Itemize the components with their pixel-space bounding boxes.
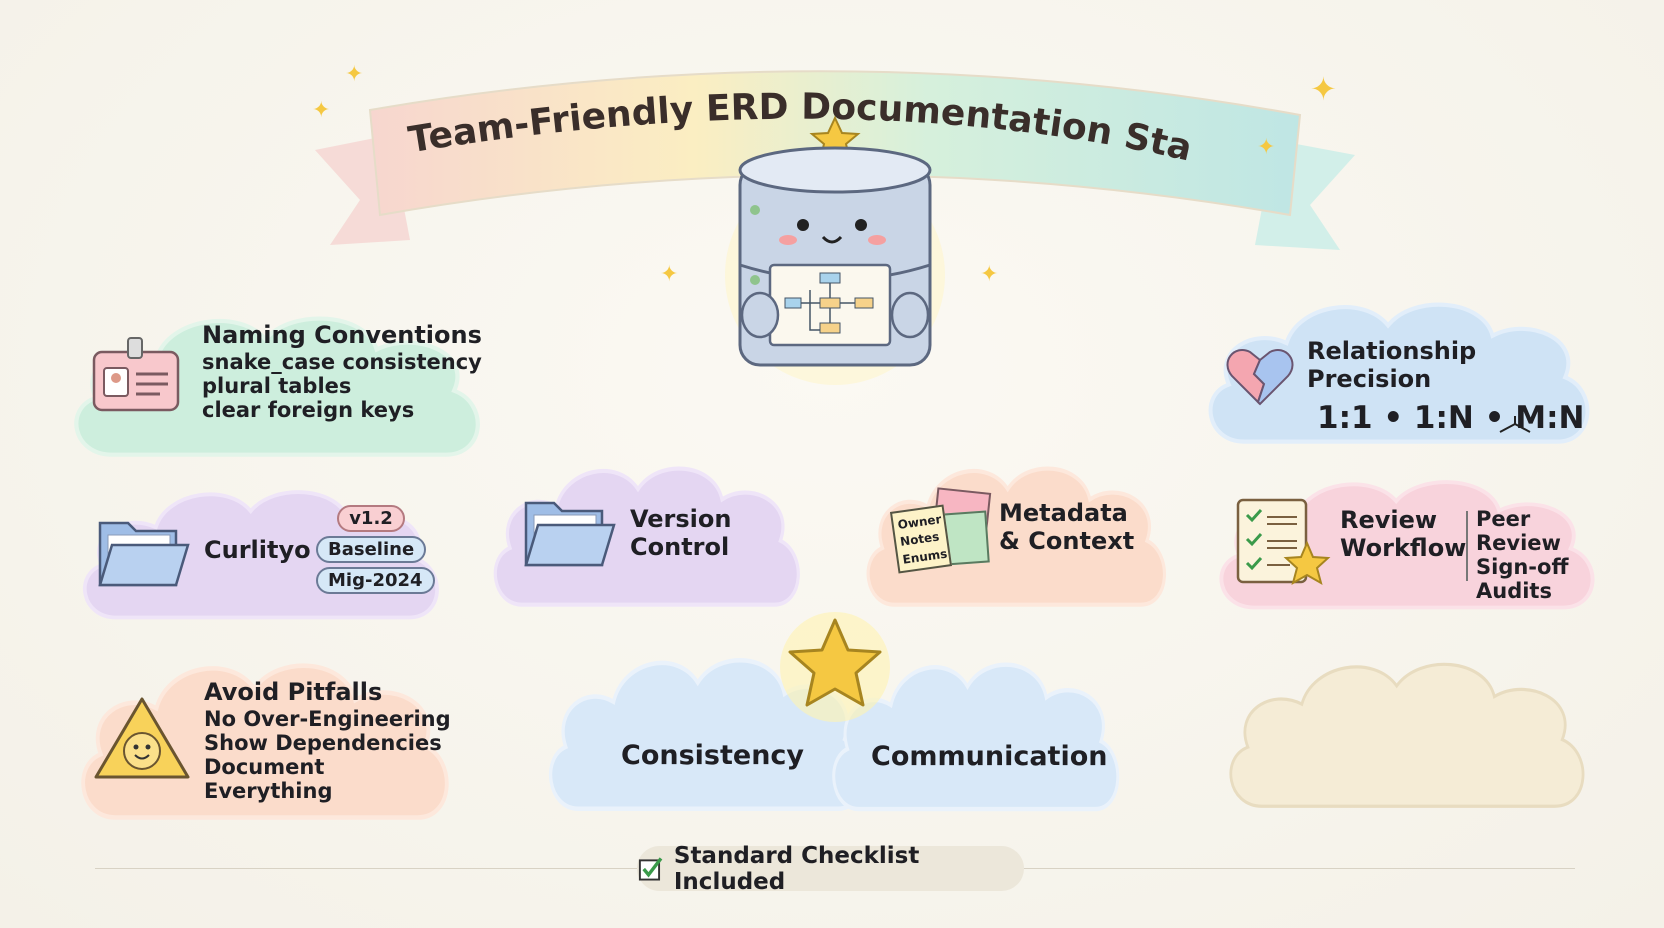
- naming-item: clear foreign keys: [202, 397, 415, 422]
- version-tag: v1.2: [337, 505, 405, 532]
- consistency-cloud: Consistency: [541, 640, 871, 820]
- checklist-badge: Standard Checklist Included: [637, 843, 1024, 895]
- curation-heading: Curlityo: [204, 536, 311, 564]
- relationship-precision-card: Relationship Precision 1:1 • 1:N • M:N: [1199, 286, 1597, 452]
- checklist-star-icon: [1236, 498, 1331, 586]
- database-mascot-icon: [725, 115, 945, 385]
- relationship-heading: Relationship Precision: [1307, 337, 1477, 393]
- baseline-tag: Baseline: [316, 536, 427, 563]
- review-item: Sign-off: [1476, 555, 1569, 580]
- smiling-warning-icon: [94, 697, 190, 779]
- divider: [1466, 511, 1468, 581]
- folder-icon: [524, 501, 616, 567]
- review-item: Audits: [1476, 579, 1552, 604]
- pitfalls-item: Document Everything: [204, 754, 333, 804]
- id-badge-icon: [92, 337, 180, 412]
- sparkle-icon: ✦: [980, 262, 999, 287]
- sparkle-icon: ✦: [660, 262, 679, 287]
- review-workflow-card: Review Workflow Peer Review Sign-off Aud…: [1210, 465, 1602, 617]
- avoid-pitfalls-card: Avoid Pitfalls No Over-Engineering Show …: [72, 645, 456, 829]
- metadata-heading-line2: & Context: [999, 526, 1135, 555]
- empty-cloud: [1220, 645, 1592, 817]
- version-control-card: Version Control: [486, 450, 806, 615]
- pitfalls-item: No Over-Engineering: [204, 706, 451, 731]
- checkbox-icon: [638, 856, 663, 881]
- metadata-heading-line1: Metadata: [999, 499, 1128, 527]
- sparkle-icon: ✦: [312, 98, 331, 123]
- curation-card: Curlityo v1.2 Baseline Mig-2024: [74, 475, 446, 627]
- naming-item: snake_case consistency: [202, 349, 482, 374]
- naming-conventions-card: Naming Conventions snake_case consistenc…: [64, 300, 488, 465]
- sparkle-icon: ✦: [1257, 135, 1276, 160]
- checklist-label: Standard Checklist Included: [673, 842, 920, 895]
- cardinality-notation: 1:1 • 1:N • M:N: [1317, 400, 1585, 437]
- migration-tag: Mig-2024: [316, 567, 435, 594]
- sticky-notes-icon: Owner Notes Enums: [889, 487, 994, 580]
- broken-heart-icon: [1226, 349, 1294, 406]
- version-heading-line2: Control: [630, 532, 730, 561]
- review-heading-line2: Workflow: [1340, 533, 1467, 562]
- sparkle-icon: ✦: [1310, 70, 1337, 108]
- naming-item: plural tables: [202, 373, 352, 398]
- consistency-label: Consistency: [621, 740, 805, 771]
- naming-heading: Naming Conventions: [202, 321, 482, 349]
- pitfalls-item: Show Dependencies: [204, 730, 442, 755]
- title-ribbon: Team-Friendly ERD Documentation Standard…: [300, 40, 1355, 250]
- crows-foot-icon: [1499, 416, 1531, 433]
- version-heading-line1: Version: [630, 505, 732, 533]
- star-icon: [780, 612, 890, 722]
- review-item: Peer Review: [1476, 507, 1561, 556]
- pitfalls-heading: Avoid Pitfalls: [204, 678, 383, 706]
- review-heading-line1: Review: [1340, 506, 1438, 534]
- communication-cloud: Communication: [825, 645, 1125, 820]
- metadata-context-card: Owner Notes Enums Metadata & Context: [859, 450, 1172, 615]
- folder-icon: [98, 521, 190, 587]
- sparkle-icon: ✦: [345, 62, 364, 87]
- communication-label: Communication: [871, 741, 1108, 772]
